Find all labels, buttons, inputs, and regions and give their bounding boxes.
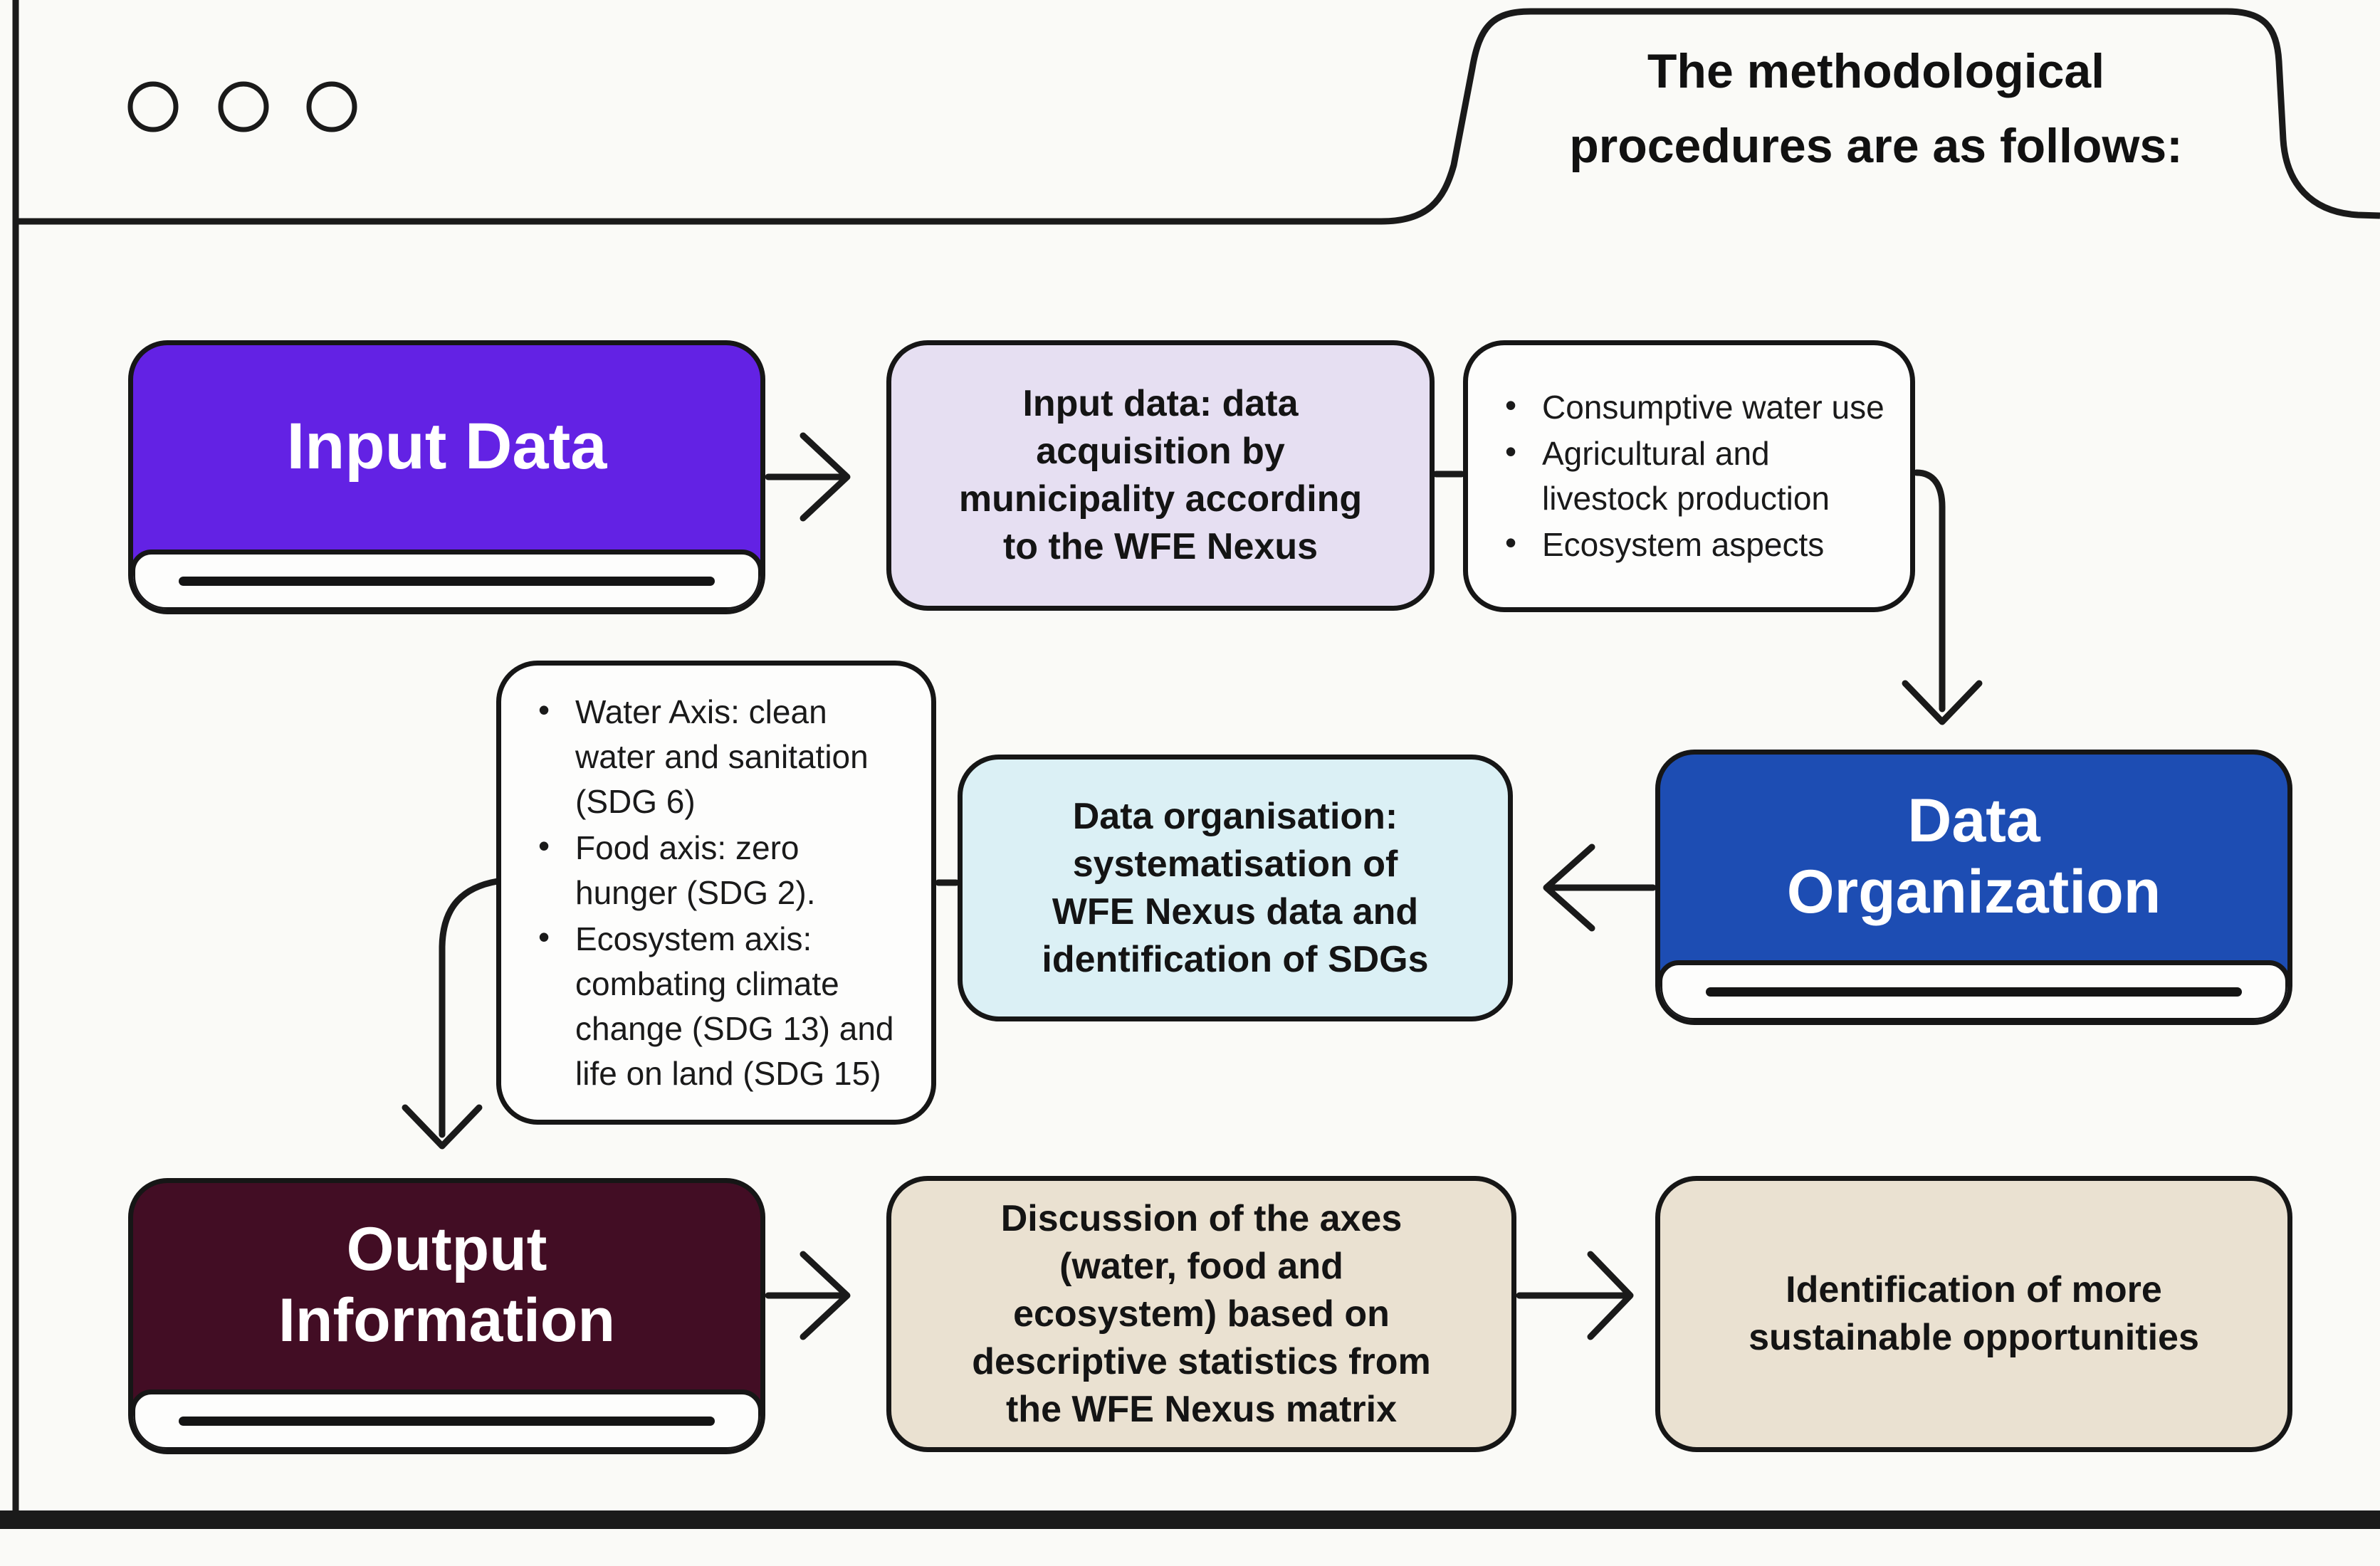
step-text-line: Data organisation: <box>1072 795 1398 837</box>
arrow-organization-to-step2-head <box>1543 844 1595 932</box>
step-text-line: identification of SDGs <box>1042 938 1429 980</box>
step-text-line: (water, food and <box>1059 1245 1343 1287</box>
bullet-text: Ecosystem aspects <box>1542 526 1825 563</box>
step-text-line: sustainable opportunities <box>1749 1317 2199 1358</box>
footer-bar <box>1706 987 2242 997</box>
step-discussion-axes: Discussion of the axes (water, food and … <box>886 1176 1516 1452</box>
list-item: • Consumptive water use <box>1495 385 1889 430</box>
footer-bar <box>179 1416 715 1426</box>
card-footer-band <box>133 1389 760 1449</box>
bullet-icon: • <box>1505 433 1517 470</box>
stage-data-organization: Data Organization <box>1655 750 2292 1025</box>
list-item: • Agricultural and livestock production <box>1495 431 1889 521</box>
step-text-line: Discussion of the axes <box>1000 1197 1403 1239</box>
window-dot-icon <box>218 81 269 132</box>
arrow-input-to-step1-head <box>800 432 851 522</box>
bullet-icon: • <box>1505 524 1517 561</box>
window-dot-icon <box>306 81 357 132</box>
step-text-line: ecosystem) based on <box>1013 1293 1390 1335</box>
window-bar-and-callout-outline <box>16 8 2380 225</box>
step-text-line: descriptive statistics from <box>972 1340 1431 1382</box>
bottom-rule <box>0 1510 2380 1529</box>
bullet-icon: • <box>538 826 550 864</box>
list-item: • Water Axis: clean water and sanitation … <box>528 690 910 824</box>
bullet-list: • Consumptive water use • Agricultural and… <box>1495 384 1889 569</box>
footer-bar <box>179 576 715 586</box>
bullet-text: Ecosystem axis: combating climate change… <box>575 920 894 1092</box>
bullet-text: Consumptive water use <box>1542 389 1884 426</box>
stage-data-organization-label: Data Organization <box>1786 786 2161 926</box>
bullet-icon: • <box>538 690 550 728</box>
step-text-line: to the WFE Nexus <box>1002 526 1319 567</box>
bullet-text: Water Axis: clean water and sanitation (… <box>575 693 869 820</box>
arrow-details-to-organization-line <box>1913 469 1946 713</box>
stage-input-data-label: Input Data <box>286 409 607 483</box>
stage-output-information: Output Information <box>128 1178 765 1454</box>
step-text-line: systematisation of <box>1072 843 1398 885</box>
card-footer-band <box>1660 960 2287 1020</box>
arrow-details2-to-output-line <box>439 878 501 1138</box>
details-input-data-list: • Consumptive water use • Agricultural and… <box>1463 340 1915 612</box>
arrow-details-to-organization-head <box>1902 680 1983 725</box>
step-identification-opportunities: Identification of more sustainable oppor… <box>1655 1176 2292 1452</box>
callout-title-line: procedures are as follows: <box>1569 119 2183 173</box>
step-text-line: acquisition by <box>1036 431 1285 472</box>
step-input-acquisition: Input data: data acquisition by municipa… <box>886 340 1435 611</box>
bullet-list: • Water Axis: clean water and sanitation … <box>528 688 910 1098</box>
card-footer-band <box>133 550 760 609</box>
bullet-icon: • <box>538 918 550 955</box>
bullet-icon: • <box>1505 387 1517 424</box>
step-text-line: Identification of more <box>1786 1269 2162 1310</box>
step-text-line: municipality according <box>958 478 1363 520</box>
stage-output-information-label: Output Information <box>278 1215 615 1355</box>
callout-title: The methodological procedures are as fol… <box>1474 20 2278 198</box>
arrow-details2-to-output-head <box>402 1104 483 1150</box>
list-item: • Ecosystem axis: combating climate chang… <box>528 917 910 1096</box>
bullet-text: Food axis: zero hunger (SDG 2). <box>575 829 816 911</box>
stage-input-data: Input Data <box>128 340 765 614</box>
window-dot-icon <box>127 81 179 132</box>
arrow-output-to-step3-head <box>800 1251 851 1340</box>
step-data-organisation: Data organisation: systematisation of WF… <box>958 755 1513 1021</box>
bullet-text: Agricultural and livestock production <box>1542 435 1830 517</box>
step-text-line: WFE Nexus data and <box>1052 890 1419 932</box>
list-item: • Food axis: zero hunger (SDG 2). <box>528 826 910 915</box>
list-item: • Ecosystem aspects <box>1495 522 1889 567</box>
step-text-line: Input data: data <box>1022 383 1299 424</box>
arrow-step3-to-outcome-head <box>1587 1251 1634 1340</box>
callout-title-line: The methodological <box>1647 44 2105 98</box>
step-text-line: the WFE Nexus matrix <box>1005 1388 1398 1430</box>
details-sdg-axes-list: • Water Axis: clean water and sanitation … <box>496 661 936 1125</box>
